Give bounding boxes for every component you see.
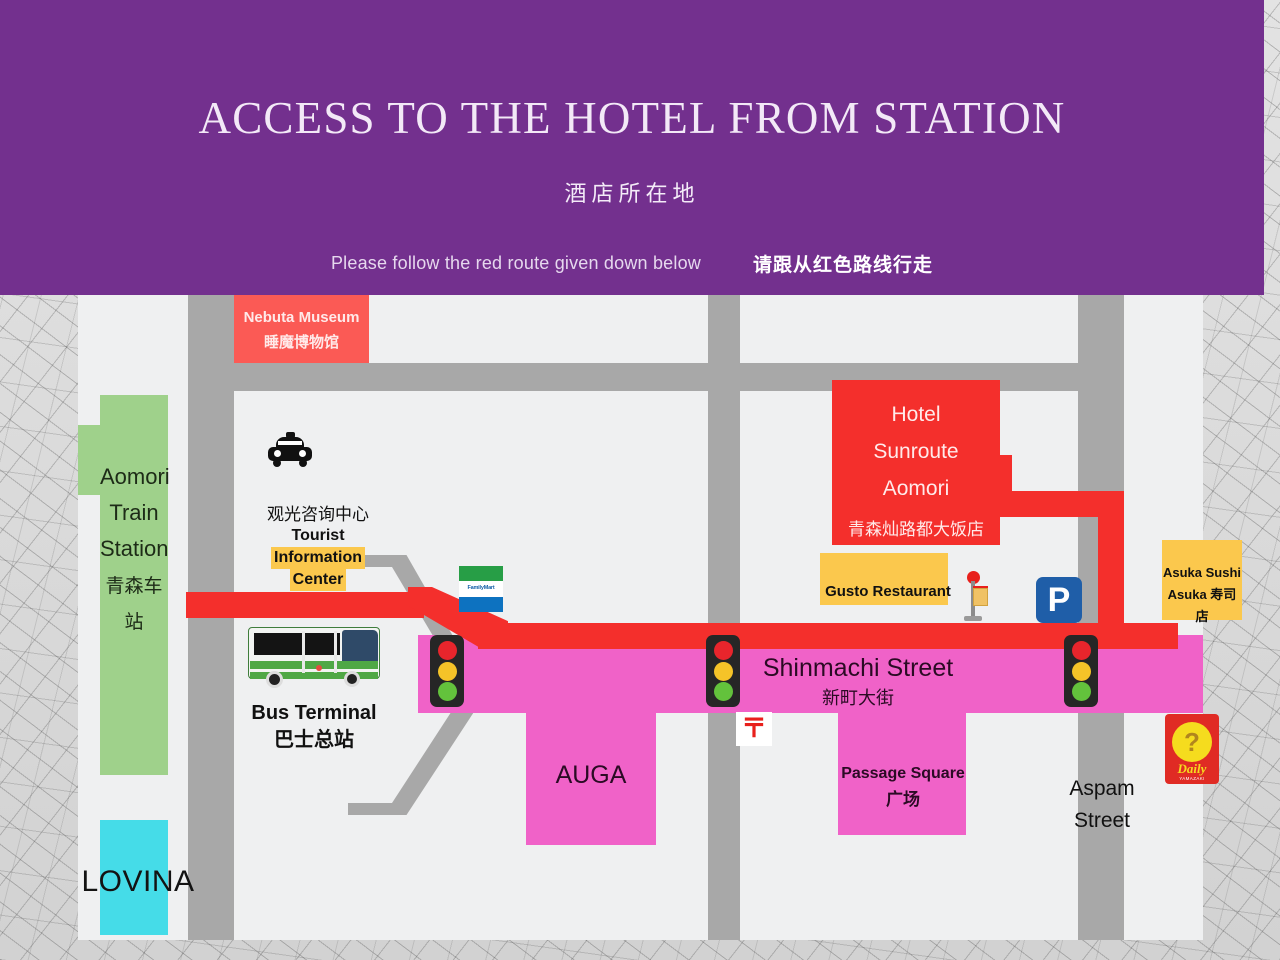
bus-stop-icon — [958, 571, 988, 621]
bus-icon — [244, 621, 384, 693]
bus-terminal-label-cn: 巴士总站 — [274, 729, 354, 751]
nebuta-museum-block: Nebuta Museum 睡魔博物馆 — [234, 295, 369, 363]
traffic-light-east — [1064, 635, 1098, 707]
lovina-block — [100, 820, 168, 935]
route-segment-hotel-final — [986, 455, 1012, 515]
familymart-label: FamilyMart — [467, 585, 495, 591]
aspam-street-label-line2: Street — [1073, 809, 1131, 832]
page-subtitle-chinese: 酒店所在地 — [564, 181, 700, 206]
aspam-street-label: Aspam Street — [1038, 773, 1166, 837]
aspam-street-road — [1078, 713, 1124, 940]
tourist-info-label-line2: Information — [271, 547, 365, 569]
auga-block — [526, 705, 656, 845]
shinmachi-street-label-en: Shinmachi Street — [762, 654, 954, 682]
aspam-street-label-line1: Aspam — [1069, 777, 1135, 800]
map-canvas: Aomori Train Station 青森车站 LOVINA Nebuta … — [78, 295, 1242, 940]
passage-square-label-en: Passage Square — [841, 765, 965, 782]
nebuta-museum-label-en: Nebuta Museum — [243, 309, 360, 326]
route-segment-shinmachi — [478, 623, 1178, 649]
nebuta-museum-label-cn: 睡魔博物馆 — [263, 334, 339, 351]
traffic-light-center — [706, 635, 740, 707]
tourist-info-label-line3: Center — [289, 569, 347, 591]
asuka-sushi-block: Asuka Sushi Asuka 寿司店 — [1162, 540, 1242, 624]
station-label-line1: Aomori — [100, 464, 170, 489]
taxi-icon — [268, 432, 312, 469]
bus-terminal-label-en: Bus Terminal — [251, 702, 377, 724]
daily-yamazaki-store-icon: Daily YAMAZAKI — [1165, 714, 1219, 784]
parking-icon: P — [1036, 577, 1082, 623]
daily-yamazaki-label: Daily — [1177, 760, 1207, 776]
daily-yamazaki-logo-circle — [1172, 721, 1212, 762]
gusto-restaurant-block — [820, 553, 948, 605]
post-office-icon: 〒 — [736, 712, 772, 746]
passage-square-label-cn: 广场 — [886, 790, 920, 809]
asuka-sushi-label-en: Asuka Sushi — [1162, 565, 1242, 580]
hotel-label-line2: Sunroute — [873, 440, 959, 463]
aomori-train-station-block: Aomori Train Station 青森车站 — [100, 395, 170, 775]
instruction-english: Please follow the red route given down b… — [330, 253, 701, 273]
tourist-information-center: 观光咨询中心 Tourist Information Center — [238, 500, 398, 591]
passage-square-block — [838, 705, 966, 835]
traffic-light-west — [430, 635, 464, 707]
daily-yamazaki-sublabel: YAMAZAKI — [1179, 775, 1205, 781]
familymart-store-icon: FamilyMart — [459, 566, 503, 612]
header-banner: ACCESS TO THE HOTEL FROM STATION 酒店所在地 P… — [0, 0, 1264, 295]
road-vertical-center — [708, 295, 740, 940]
hotel-label-line1: Hotel — [891, 403, 941, 426]
instruction-chinese: 请跟从红色路线行走 — [753, 255, 934, 276]
hotel-label-line3: Aomori — [882, 477, 950, 500]
header-instruction-row: Please follow the red route given down b… — [0, 250, 1264, 277]
station-label-chinese: 青森车站 — [105, 576, 163, 633]
shinmachi-street-label-cn: 新町大街 — [822, 688, 894, 708]
hotel-label-cn: 青森灿路都大饭店 — [848, 520, 984, 539]
tourist-info-label-cn: 观光咨询中心 — [267, 505, 369, 524]
hotel-sunroute-aomori-block: Hotel Sunroute Aomori 青森灿路都大饭店 — [832, 380, 1000, 545]
shinmachi-street-label: Shinmachi Street 新町大街 — [698, 653, 1018, 710]
tourist-info-label-line1: Tourist — [291, 527, 345, 544]
bus-terminal-label: Bus Terminal 巴士总站 — [224, 700, 404, 754]
passage-square-label: Passage Square 广场 — [828, 763, 978, 810]
station-label-line2: Train — [109, 500, 159, 525]
station-label-line3: Station — [100, 536, 169, 561]
road-upper-east-stub — [1078, 295, 1124, 391]
route-segment-station-west — [186, 592, 424, 618]
page-title: ACCESS TO THE HOTEL FROM STATION — [198, 93, 1066, 143]
